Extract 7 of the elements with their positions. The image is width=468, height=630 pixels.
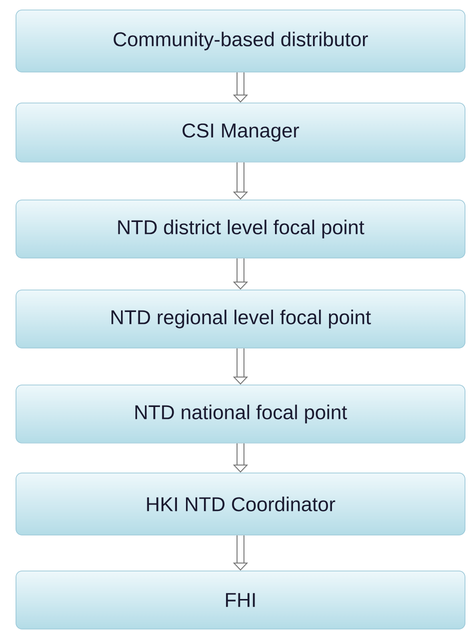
process-box: NTD regional level focal point <box>16 290 466 348</box>
process-box: Community-based distributor <box>16 10 466 72</box>
process-box: NTD national focal point <box>16 384 466 444</box>
process-box: HKI NTD Coordinator <box>16 472 466 536</box>
process-box: CSI Manager <box>16 102 466 162</box>
process-box: NTD district level focal point <box>16 200 466 258</box>
process-box: FHI <box>16 570 466 630</box>
